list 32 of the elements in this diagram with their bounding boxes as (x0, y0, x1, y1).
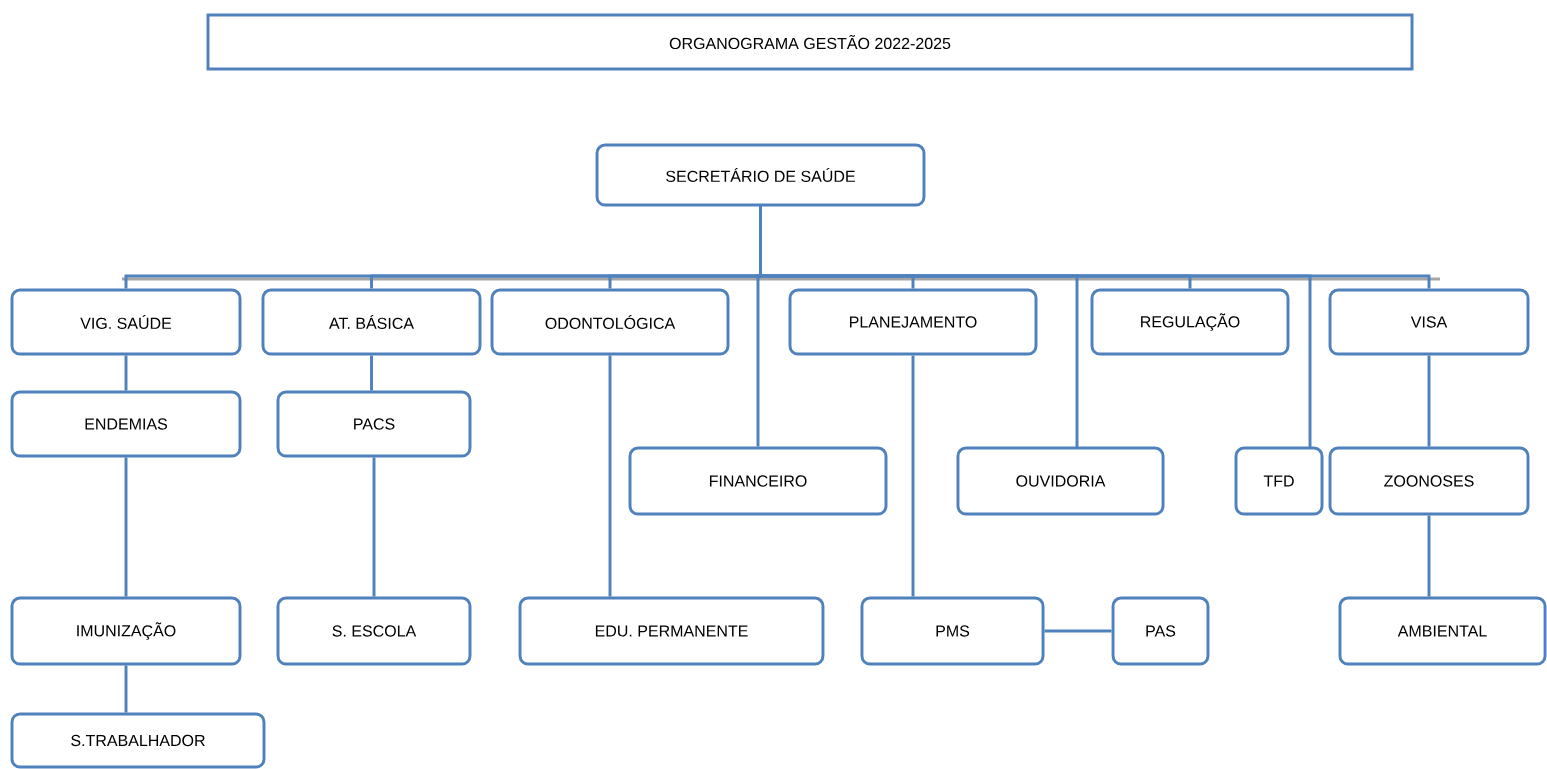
org-box: ZOONOSES (1328, 446, 1530, 516)
connector-line (1044, 629, 1112, 633)
org-box: ENDEMIAS (10, 390, 242, 458)
connector-line (124, 457, 128, 597)
org-box: S. ESCOLA (276, 596, 472, 666)
connector-line (608, 355, 612, 597)
org-box: AT. BÁSICA (261, 288, 482, 356)
org-box: PLANEJAMENTO (788, 288, 1038, 356)
org-box: PAS (1111, 596, 1210, 666)
connector-line (911, 355, 915, 597)
connector-line (124, 355, 128, 391)
org-box: S.TRABALHADOR (10, 712, 266, 769)
org-box: PMS (860, 596, 1045, 666)
connector-line (1427, 355, 1431, 447)
connector-line (124, 665, 128, 713)
org-box: REGULAÇÃO (1090, 288, 1290, 356)
org-box: SECRETÁRIO DE SAÚDE (595, 143, 926, 207)
org-box: FINANCEIRO (628, 446, 888, 516)
connector-line (1427, 515, 1431, 597)
org-box: OUVIDORIA (956, 446, 1165, 516)
org-box: VIG. SAÚDE (10, 288, 242, 356)
org-box: AMBIENTAL (1338, 596, 1547, 666)
org-box: VISA (1328, 288, 1530, 356)
title-box: ORGANOGRAMA GESTÃO 2022-2025 (206, 13, 1414, 71)
connector-line (759, 206, 1431, 289)
org-box: IMUNIZAÇÃO (10, 596, 242, 666)
connector-line (370, 355, 373, 391)
connector-line (372, 457, 376, 597)
org-box: PACS (276, 390, 472, 458)
org-box: EDU. PERMANENTE (518, 596, 825, 666)
org-box: ODONTOLÓGICA (490, 288, 730, 356)
org-box: TFD (1234, 446, 1324, 516)
